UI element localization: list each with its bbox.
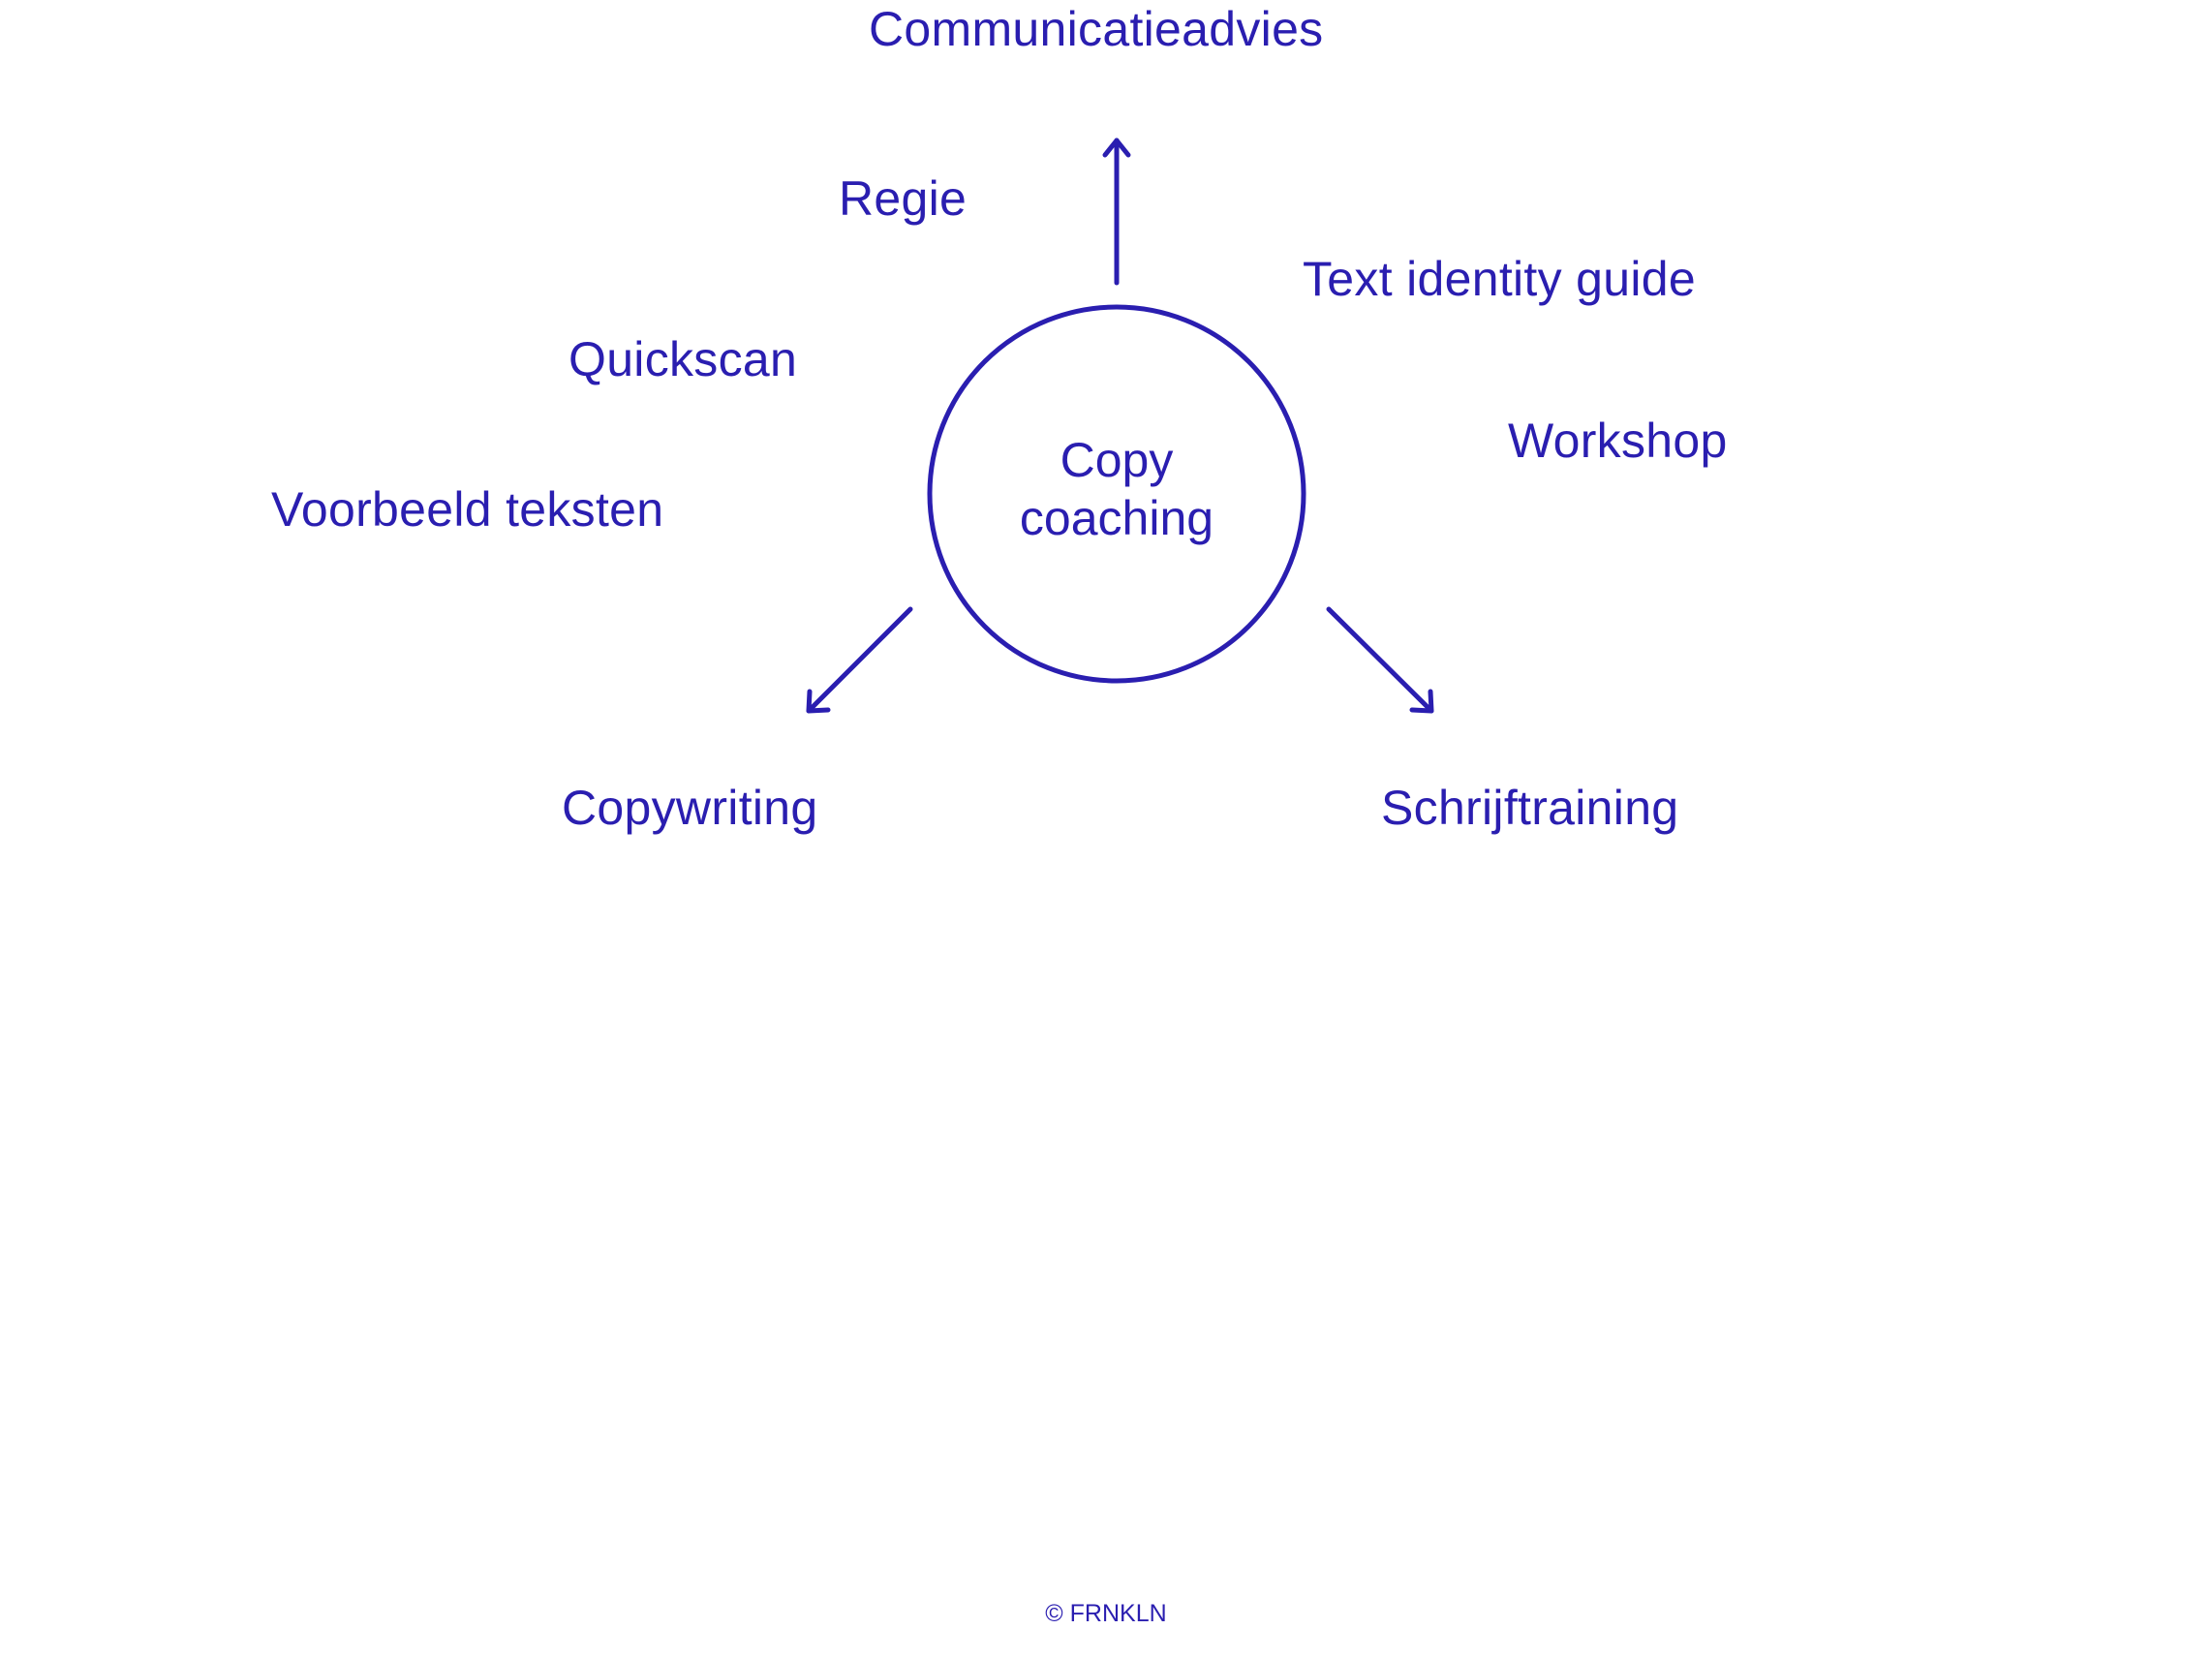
arrow-copywriting: [806, 606, 913, 714]
arrow-up-communicatieadvies: [1102, 138, 1131, 286]
center-label: Copy coaching: [1000, 431, 1233, 547]
label-communicatieadvies: Communicatieadvies: [869, 2, 1324, 56]
label-regie: Regie: [839, 171, 968, 226]
footer-copyright: © FRNKLN: [1045, 1600, 1167, 1627]
label-quickscan: Quickscan: [568, 332, 798, 386]
arrow-schrijftraining: [1326, 606, 1434, 714]
label-workshop: Workshop: [1508, 414, 1728, 468]
center-label-line2: coaching: [1019, 491, 1214, 545]
center-circle: [927, 304, 1306, 684]
label-copywriting: Copywriting: [562, 781, 818, 835]
label-text-identity-guide: Text identity guide: [1303, 252, 1696, 306]
center-label-line1: Copy: [1060, 433, 1174, 487]
label-schrijftraining: Schrijftraining: [1381, 781, 1679, 835]
label-voorbeeld-teksten: Voorbeeld teksten: [271, 482, 664, 537]
